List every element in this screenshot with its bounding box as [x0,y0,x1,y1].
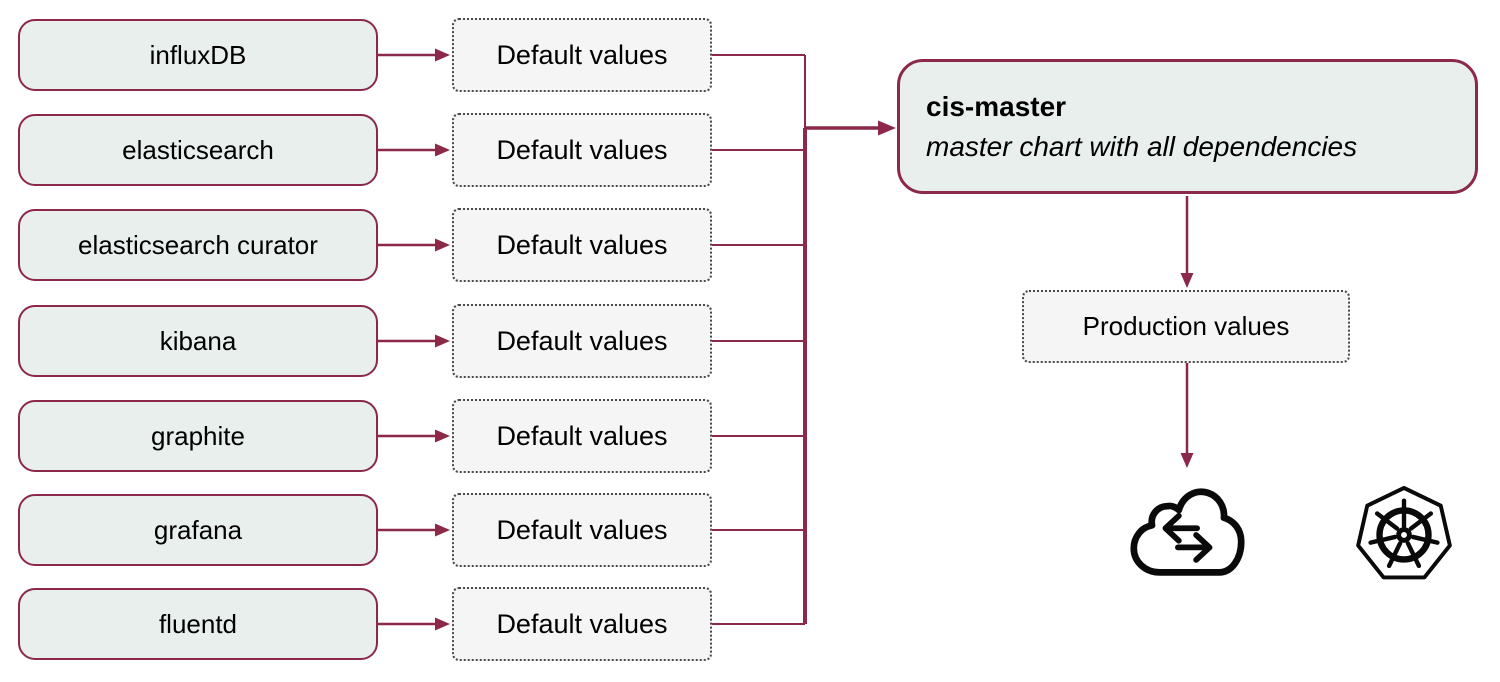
default-values-node: Default values [452,304,712,378]
values-to-bus-lines [712,54,805,625]
service-label: elasticsearch curator [78,229,318,260]
kubernetes-icon [1355,483,1453,585]
default-values-label: Default values [496,325,668,356]
service-label: grafana [153,514,243,545]
service-label: kibana [159,325,237,356]
service-node-elasticsearch-curator: elasticsearch curator [18,209,378,281]
service-label: elasticsearch [122,134,274,165]
master-chart-title: cis-master [926,90,1067,122]
default-values-label: Default values [496,608,668,639]
master-chart-node: cis-master master chart with all depende… [897,59,1478,194]
default-values-node: Default values [452,208,712,282]
service-label: influxDB [149,39,247,70]
default-values-label: Default values [496,420,668,451]
default-values-node: Default values [452,399,712,473]
service-node-fluentd: fluentd [18,588,378,660]
service-node-grafana: grafana [18,494,378,566]
service-node-kibana: kibana [18,305,378,377]
default-values-node: Default values [452,493,712,567]
service-label: fluentd [158,608,238,639]
master-chart-subtitle: master chart with all dependencies [926,130,1358,162]
service-node-graphite: graphite [18,400,378,472]
default-values-node: Default values [452,587,712,661]
default-values-label: Default values [496,134,668,165]
default-values-label: Default values [496,39,668,70]
default-values-node: Default values [452,18,712,92]
cloud-transfer-icon [1128,487,1247,581]
service-label: graphite [151,420,245,451]
production-values-label: Production values [1082,311,1290,341]
default-values-label: Default values [496,229,668,260]
service-to-values-arrows [378,48,450,631]
production-values-node: Production values [1022,290,1350,363]
default-values-node: Default values [452,113,712,187]
service-node-influxdb: influxDB [18,19,378,91]
service-node-elasticsearch: elasticsearch [18,114,378,186]
default-values-label: Default values [496,514,668,545]
